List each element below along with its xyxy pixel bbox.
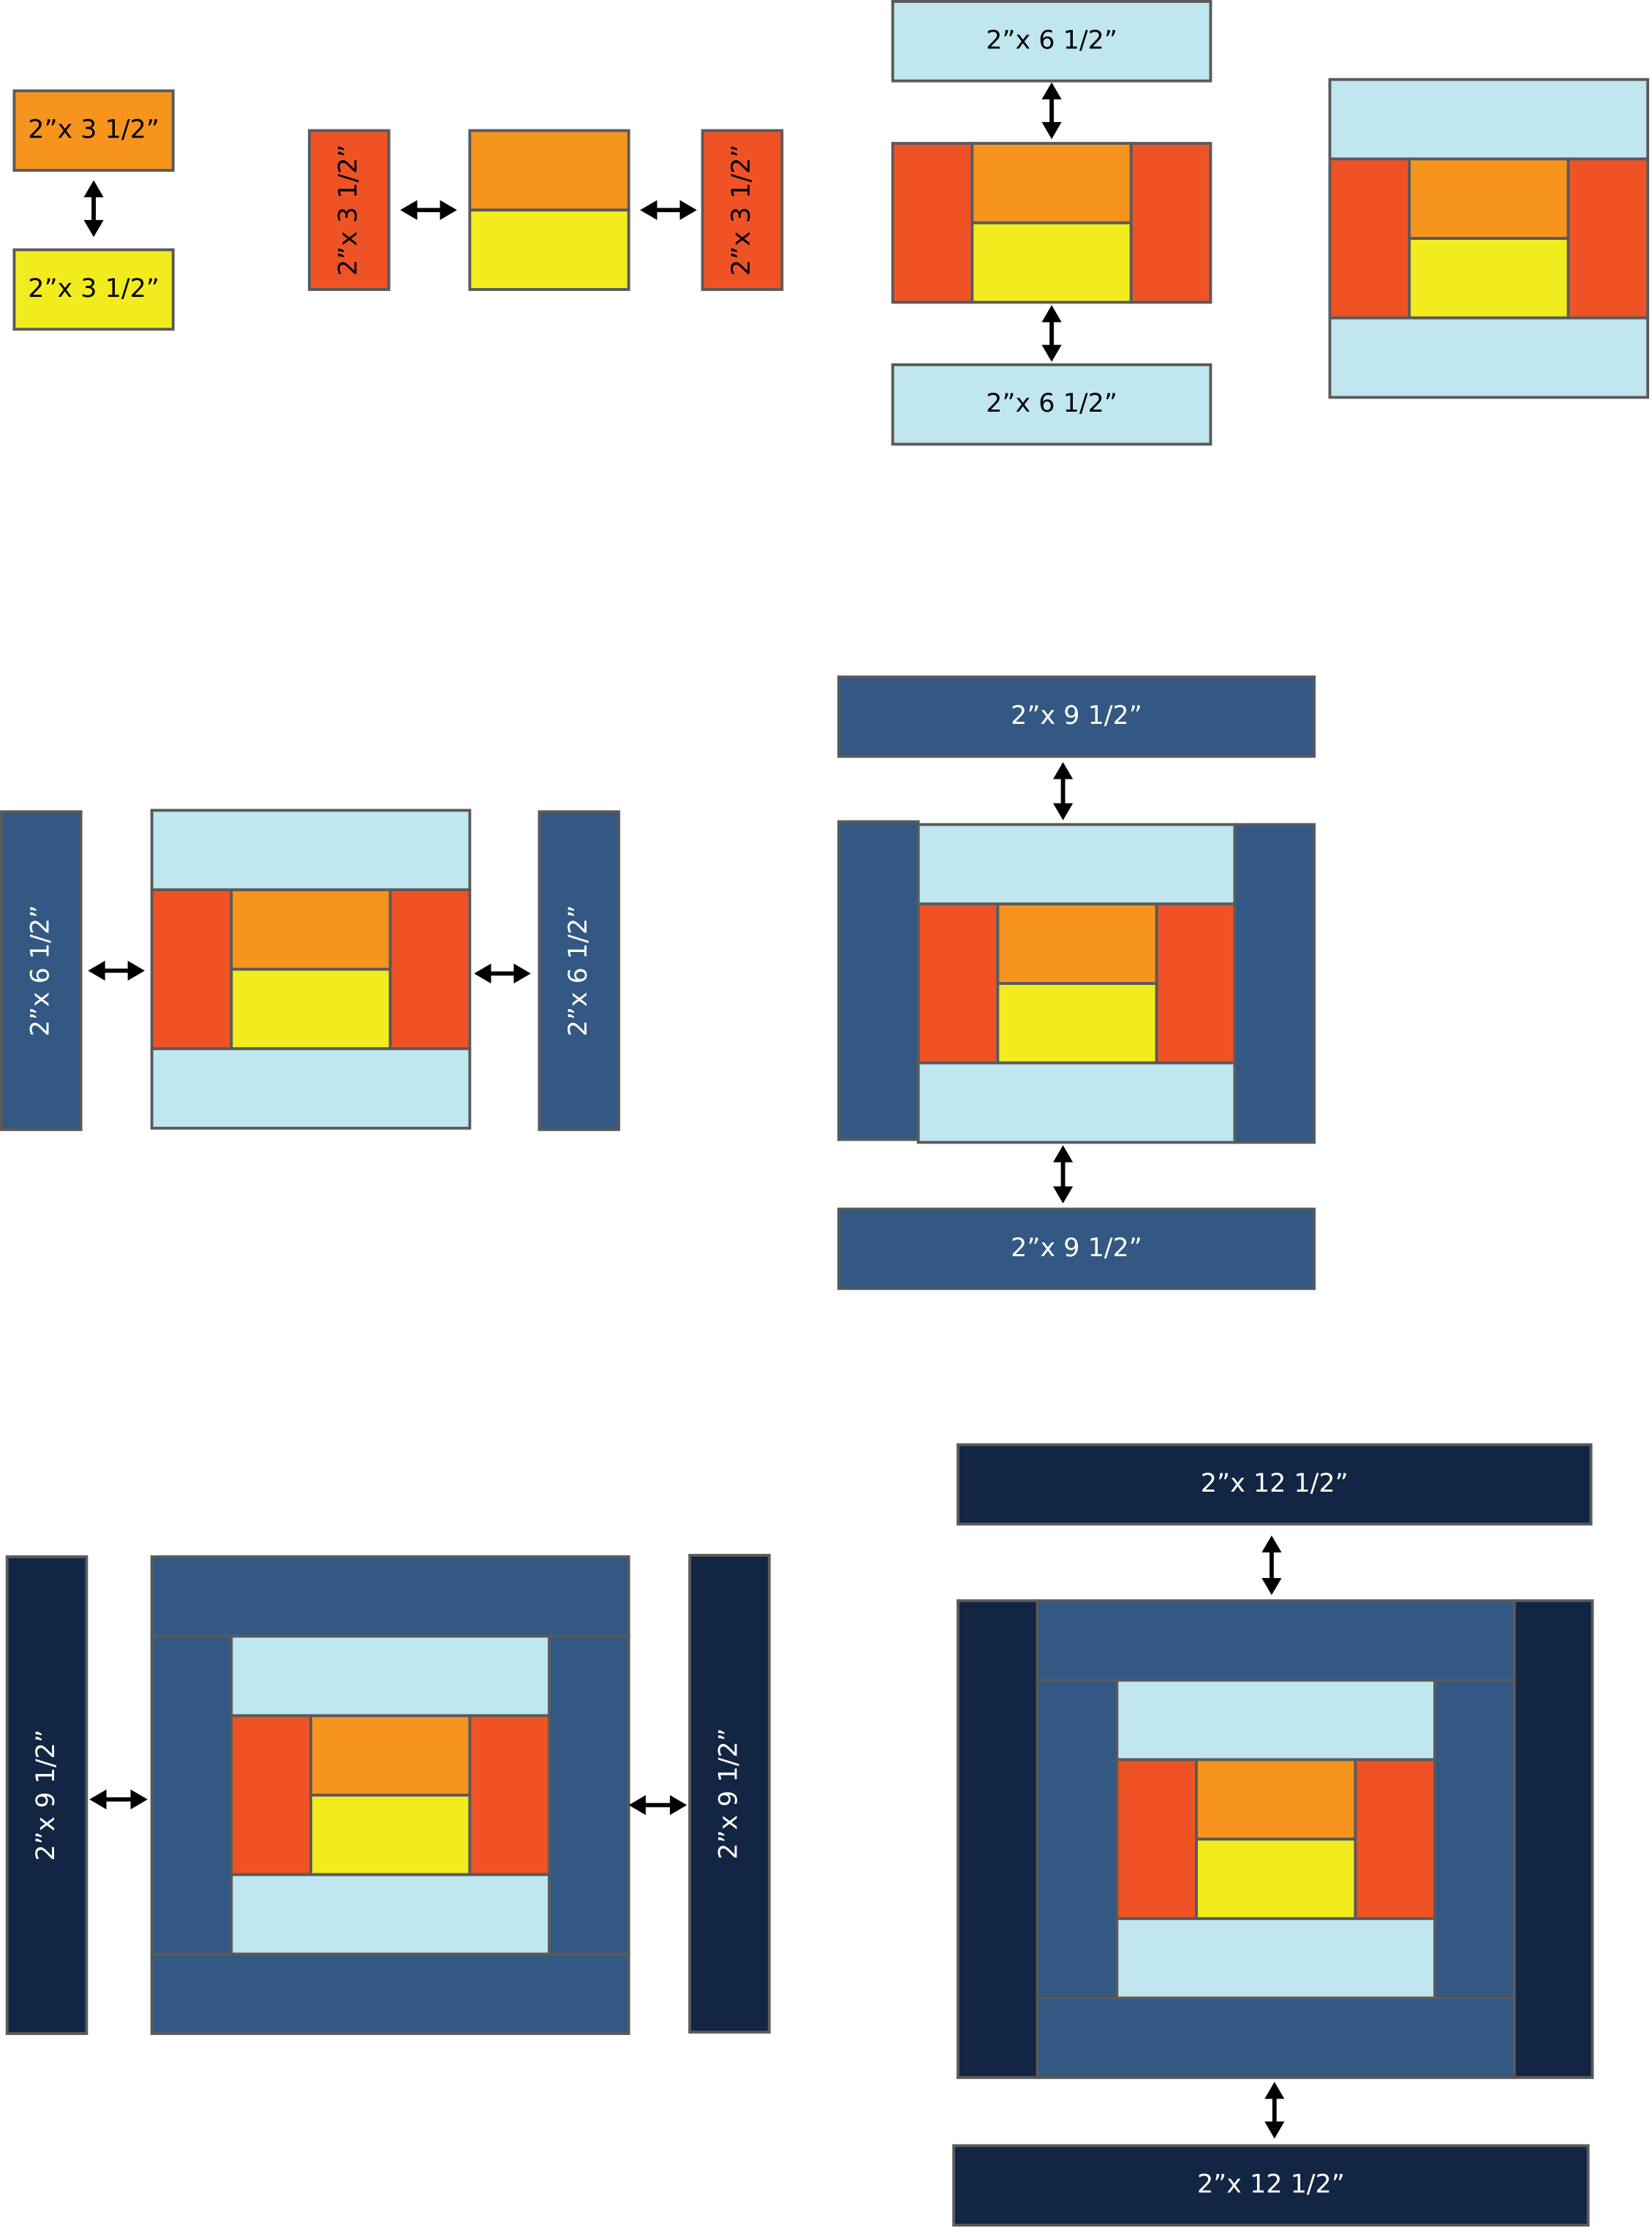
yellow-piece <box>468 208 630 291</box>
red-left-strip <box>916 902 1000 1065</box>
red-left-strip <box>150 888 233 1051</box>
step6-top-join-arrow <box>1053 762 1074 820</box>
step1-yellow-piece <box>12 248 175 331</box>
orange-piece <box>996 902 1158 985</box>
step7-navy-right-strip-label: 2”x 9 1/2” <box>714 1728 744 1859</box>
blue-right-strip <box>1433 1678 1516 2000</box>
step8-top-join-arrow <box>1261 1535 1282 1596</box>
red-left-strip <box>891 142 974 304</box>
step1-yellow-piece-label: 2”x 3 1/2” <box>28 274 159 303</box>
step6-blue-bottom-strip-label: 2”x 9 1/2” <box>1011 1234 1142 1263</box>
light-blue-top-strip <box>1328 78 1650 161</box>
yellow-piece <box>996 982 1158 1065</box>
light-blue-top-strip <box>916 823 1238 906</box>
light-blue-bottom-strip <box>1328 316 1650 399</box>
step5-blue-right-strip-label: 2”x 6 1/2” <box>564 905 593 1037</box>
step5-left-join-arrow <box>88 960 145 981</box>
step8-navy-top-strip <box>957 1443 1593 1526</box>
light-blue-bottom-strip <box>150 1047 472 1130</box>
step2-red-left-strip-label: 2”x 3 1/2” <box>333 144 363 276</box>
blue-right-strip <box>548 1634 630 1956</box>
step5-blue-right-strip <box>538 810 621 1131</box>
step7-navy-left-strip <box>5 1555 88 2036</box>
blue-left-strip <box>837 820 920 1141</box>
step1-join-arrow <box>83 180 104 238</box>
red-right-strip <box>1129 142 1212 304</box>
blue-bottom-strip <box>1036 1996 1516 2080</box>
red-right-strip <box>1354 1758 1437 1920</box>
step8-navy-bottom-strip <box>952 2144 1590 2227</box>
blue-top-strip <box>150 1555 630 1638</box>
red-right-strip <box>1566 157 1650 320</box>
blue-right-strip <box>1233 823 1316 1144</box>
step3-bottom-join-arrow <box>1041 305 1062 362</box>
step3-top-join-arrow <box>1041 82 1062 140</box>
step8-navy-top-strip-label: 2”x 12 1/2” <box>1201 1469 1349 1498</box>
step2-red-left-strip <box>308 129 391 291</box>
blue-bottom-strip <box>150 1952 630 2036</box>
step6-bottom-join-arrow <box>1053 1145 1074 1204</box>
orange-piece <box>230 888 392 971</box>
yellow-piece <box>309 1794 472 1876</box>
step7-right-join-arrow <box>628 1795 687 1816</box>
red-right-strip <box>468 1714 551 1876</box>
blue-left-strip <box>150 1634 233 1956</box>
navy-left-strip <box>957 1599 1039 2080</box>
light-blue-top-strip <box>230 1634 551 1718</box>
step8-navy-bottom-strip-label: 2”x 12 1/2” <box>1197 2170 1345 2199</box>
step6-blue-top-strip-label: 2”x 9 1/2” <box>1011 701 1142 730</box>
step7-left-join-arrow <box>89 1789 148 1810</box>
orange-piece <box>309 1714 472 1797</box>
red-left-strip <box>1115 1758 1198 1920</box>
yellow-piece <box>230 967 392 1051</box>
orange-piece <box>468 129 630 212</box>
step2-red-right-strip <box>701 129 784 291</box>
step5-blue-left-strip-label: 2”x 6 1/2” <box>26 905 55 1037</box>
step8-bottom-join-arrow <box>1264 2082 1285 2139</box>
step1-orange-piece-label: 2”x 3 1/2” <box>28 116 159 145</box>
red-right-strip <box>388 888 472 1051</box>
orange-piece <box>1195 1758 1357 1841</box>
light-blue-bottom-strip <box>230 1873 551 1956</box>
orange-piece <box>970 142 1133 224</box>
step2-left-join-arrow <box>400 200 457 220</box>
red-left-strip <box>1328 157 1411 320</box>
light-blue-bottom-strip <box>1115 1917 1437 2000</box>
step7-navy-left-strip-label: 2”x 9 1/2” <box>31 1729 61 1861</box>
red-right-strip <box>1155 902 1238 1065</box>
step3-light-blue-bottom-strip <box>891 363 1212 446</box>
blue-left-strip <box>1036 1678 1119 2000</box>
light-blue-top-strip <box>150 809 472 891</box>
step7-navy-right-strip <box>688 1554 771 2034</box>
step2-red-right-strip-label: 2”x 3 1/2” <box>727 144 756 276</box>
step3-light-blue-top-strip <box>891 0 1212 83</box>
step1-orange-piece <box>12 89 175 172</box>
yellow-piece <box>970 221 1133 304</box>
red-left-strip <box>230 1714 312 1876</box>
step6-blue-bottom-strip <box>837 1207 1316 1291</box>
light-blue-bottom-strip <box>916 1061 1238 1144</box>
step5-right-join-arrow <box>474 963 531 983</box>
yellow-piece <box>1195 1838 1357 1920</box>
yellow-piece <box>1408 237 1570 320</box>
step3-light-blue-top-strip-label: 2”x 6 1/2” <box>986 26 1117 55</box>
step6-blue-top-strip <box>837 675 1316 758</box>
step5-blue-left-strip <box>0 810 83 1131</box>
step3-light-blue-bottom-strip-label: 2”x 6 1/2” <box>986 389 1117 418</box>
navy-right-strip <box>1512 1599 1594 2080</box>
step2-right-join-arrow <box>640 200 697 220</box>
orange-piece <box>1408 157 1570 241</box>
light-blue-top-strip <box>1115 1678 1437 1761</box>
blue-top-strip <box>1036 1599 1516 1682</box>
